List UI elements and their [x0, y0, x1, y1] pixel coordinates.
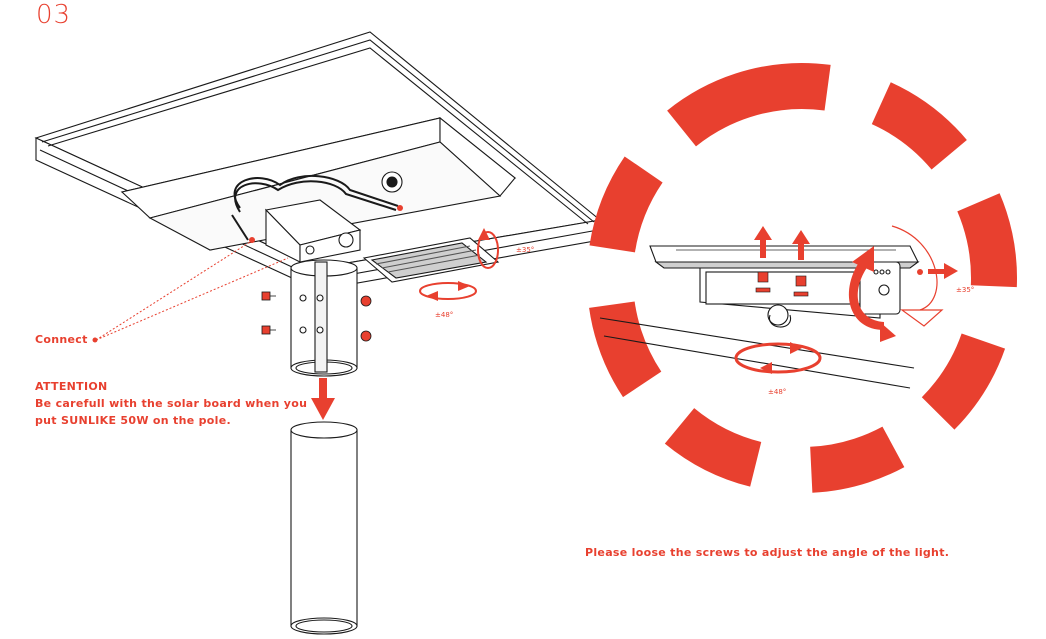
up-arrow-icon-2 [792, 230, 810, 260]
detail-ring [587, 63, 1017, 493]
screw-top-right [360, 295, 372, 307]
tilt-arrow-left-icon [477, 228, 499, 269]
bolts-right [755, 271, 809, 297]
screw-top-left [261, 291, 276, 301]
pole [290, 421, 358, 635]
attention-note: ATTENTION Be carefull with the solar boa… [35, 378, 307, 429]
mounting-bracket [264, 199, 362, 263]
angle-tilt-right-label: ±35° [956, 286, 975, 294]
attention-title: ATTENTION [35, 380, 108, 393]
screws [261, 291, 372, 342]
attention-line-2: put SUNLIKE 50W on the pole. [35, 414, 231, 427]
rotate-arrow-right-icon [734, 342, 822, 374]
angle-rotate-right-label: ±48° [768, 388, 787, 396]
detail-view [599, 245, 920, 389]
rotate-arrow-left-icon [419, 281, 477, 301]
led-head-left [362, 237, 500, 283]
up-arrow-icon-1 [754, 226, 772, 258]
angle-tilt-left-label: ±35° [516, 246, 535, 254]
adjust-instruction: Please loose the screws to adjust the an… [585, 546, 950, 559]
pole-adapter [290, 259, 358, 377]
tilt-arrow-right-icon [848, 246, 896, 342]
screw-bottom-left [261, 325, 276, 335]
connect-dot [92, 337, 98, 343]
cables [231, 174, 399, 241]
angle-rotate-left-label: ±48° [435, 311, 454, 319]
step-number: 03 [36, 0, 72, 30]
screw-bottom-right [360, 330, 372, 342]
side-arrow-right-icon [917, 263, 958, 279]
connect-label: Connect [35, 333, 88, 346]
attention-line-1: Be carefull with the solar board when yo… [35, 397, 308, 410]
connect-leader-line [95, 241, 289, 341]
down-arrow-icon [311, 378, 335, 420]
